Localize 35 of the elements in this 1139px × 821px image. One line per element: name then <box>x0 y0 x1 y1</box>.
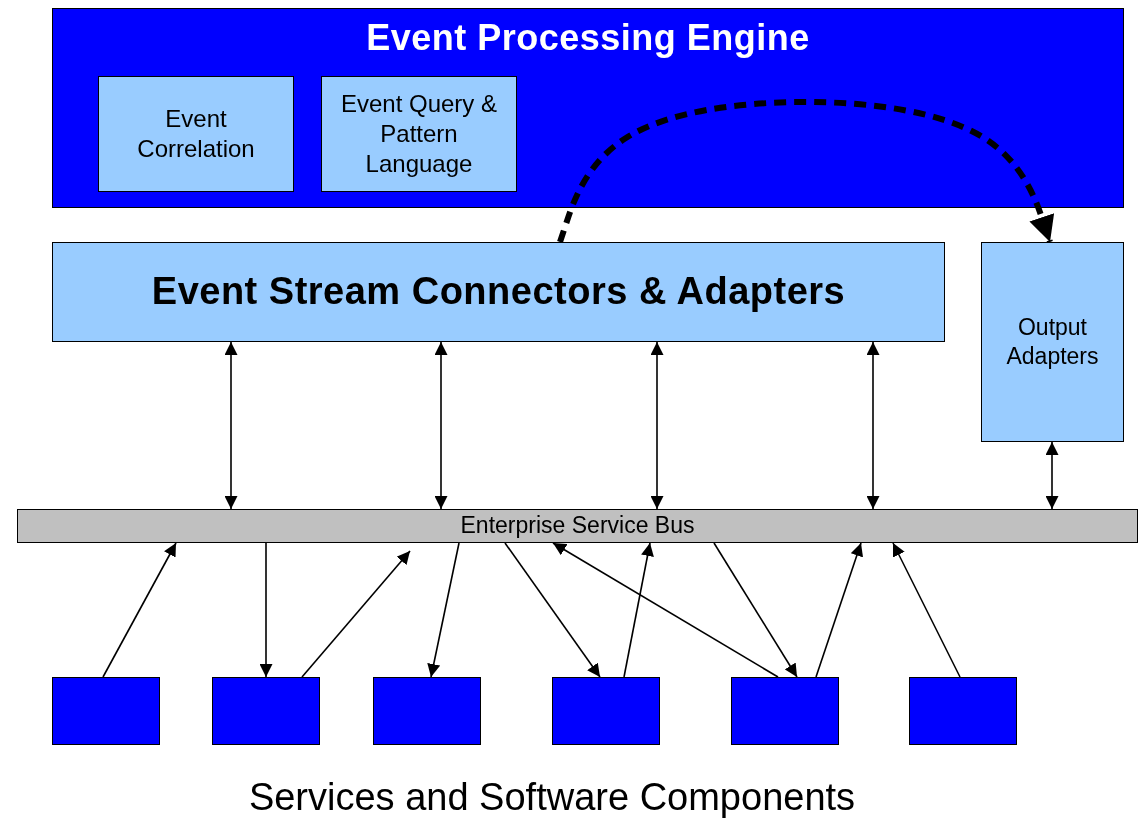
component-box <box>52 677 160 745</box>
arrow <box>301 550 411 678</box>
connector-layer-box <box>52 242 945 342</box>
output-box <box>981 242 1124 442</box>
arrow <box>650 341 664 510</box>
component-box <box>212 677 320 745</box>
panel-title: Event Processing Engine <box>366 16 810 60</box>
arrow <box>434 341 448 510</box>
layer-label: Event Stream Connectors & Adapters <box>151 269 846 315</box>
arrow <box>552 542 779 678</box>
arrow <box>623 542 654 678</box>
module-label: Event Correlation <box>136 104 256 164</box>
arrow <box>892 542 961 678</box>
arrow <box>866 341 880 510</box>
module-box <box>321 76 517 192</box>
engine-panel <box>52 8 1124 208</box>
component-box <box>552 677 660 745</box>
component-box <box>909 677 1017 745</box>
service-bus-bar <box>17 509 1138 543</box>
module-label: Event Query & Pattern Language <box>339 89 499 179</box>
dashed-arrow <box>557 99 1055 243</box>
arrow <box>102 542 177 678</box>
output-label: Output Adapters <box>1005 313 1100 371</box>
arrow <box>427 542 460 678</box>
arrow <box>259 542 273 678</box>
arrow <box>713 542 798 678</box>
component-box <box>731 677 839 745</box>
component-box <box>373 677 481 745</box>
arrow <box>224 341 238 510</box>
arrow <box>815 542 863 678</box>
bus-label: Enterprise Service Bus <box>460 511 695 540</box>
diagram-caption: Services and Software Components <box>247 775 857 819</box>
arrow <box>504 542 601 678</box>
module-box <box>98 76 294 192</box>
arrow <box>1045 441 1059 510</box>
